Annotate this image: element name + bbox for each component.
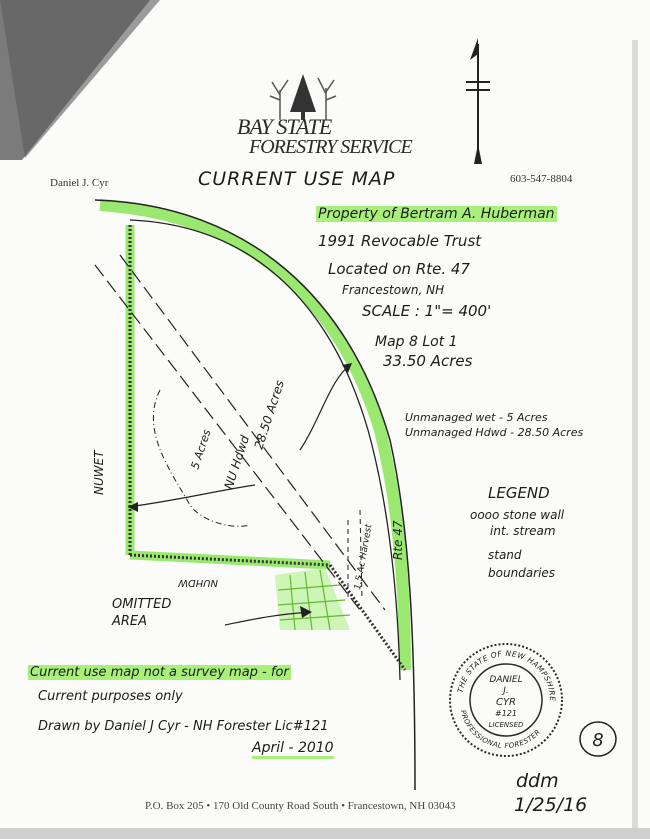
stand-boundary bbox=[152, 389, 251, 527]
property-line-4: Francestown, NH bbox=[342, 283, 445, 297]
brand-line2: FORESTRY SERVICE bbox=[249, 136, 413, 158]
property-line-3: Located on Rte. 47 bbox=[328, 260, 470, 278]
seal-line-2: J. bbox=[501, 686, 509, 696]
road-highlight bbox=[99, 199, 411, 671]
east-stone-wall bbox=[328, 564, 407, 671]
label-acres-right: 28.50 Acres bbox=[252, 379, 287, 451]
omitted-area-grid bbox=[275, 568, 351, 631]
seal-line-5: LICENSED bbox=[489, 721, 524, 729]
rte-47-outer-edge bbox=[94, 199, 416, 791]
label-bottom: NUHDW bbox=[177, 577, 218, 588]
disclaimer-line-1: Current use map not a survey map - for bbox=[28, 665, 291, 680]
forester-seal: THE STATE OF NEW HAMPSHIRE PROFESSIONAL … bbox=[449, 643, 563, 757]
power-line-2 bbox=[119, 254, 386, 611]
circle-number: 8 bbox=[579, 721, 617, 757]
circle-number-text: 8 bbox=[592, 730, 603, 751]
arrow-nu-wet bbox=[127, 484, 256, 508]
power-line-1 bbox=[94, 264, 361, 611]
acreage-text: 33.50 Acres bbox=[383, 352, 473, 370]
label-nu-wet: NUWET bbox=[92, 449, 106, 495]
scale-text: SCALE : 1"= 400' bbox=[362, 302, 492, 320]
rte-47-inner-edge bbox=[129, 219, 401, 681]
area-hdwd: Unmanaged Hdwd - 28.50 Acres bbox=[405, 426, 584, 439]
phone-number: 603-547-8804 bbox=[510, 173, 573, 185]
footer-address: P.O. Box 205 • 170 Old County Road South… bbox=[145, 800, 456, 812]
seal-line-4: #121 bbox=[495, 709, 517, 718]
tree-logo-icon bbox=[269, 74, 337, 120]
label-nu-hdwd: NU Hdwd bbox=[222, 433, 253, 491]
arrow-acres bbox=[299, 364, 351, 451]
seal-line-3: CYR bbox=[496, 697, 516, 708]
initials: ddm bbox=[516, 770, 559, 792]
legend-stream: int. stream bbox=[490, 524, 556, 538]
brand-line1: BAY STATE bbox=[237, 114, 332, 139]
label-road: Rte 47 bbox=[391, 520, 405, 560]
arrow-omitted bbox=[224, 611, 311, 626]
map-lot-text: Map 8 Lot 1 bbox=[375, 334, 458, 350]
property-line-1: Property of Bertram A. Huberman bbox=[316, 206, 557, 222]
drawn-date: April - 2010 bbox=[252, 740, 334, 759]
legend-stone-wall: oooo stone wall bbox=[470, 508, 565, 522]
stream-line bbox=[347, 509, 363, 601]
drawn-by: Drawn by Daniel J Cyr - NH Forester Lic#… bbox=[38, 719, 329, 734]
label-acres-left: 5 Acres bbox=[188, 428, 213, 471]
seal-line-1: DANIEL bbox=[489, 675, 522, 685]
map-title: CURRENT USE MAP bbox=[198, 168, 396, 190]
legend-stand-boundaries: stand boundaries bbox=[488, 548, 556, 580]
south-stone-wall bbox=[129, 553, 331, 567]
legend-title: LEGEND bbox=[488, 484, 550, 502]
property-line-2: 1991 Revocable Trust bbox=[318, 232, 482, 250]
omitted-area-label: OMITTED AREA bbox=[112, 597, 172, 629]
north-arrow-icon bbox=[466, 38, 490, 164]
forester-name: Daniel J. Cyr bbox=[50, 177, 109, 189]
disclaimer-line-2: Current purposes only bbox=[38, 689, 183, 704]
area-wet: Unmanaged wet - 5 Acres bbox=[405, 411, 548, 424]
label-small-area: 1.5 Ac Harvest bbox=[353, 523, 374, 590]
initials-date: 1/25/16 bbox=[514, 794, 588, 816]
